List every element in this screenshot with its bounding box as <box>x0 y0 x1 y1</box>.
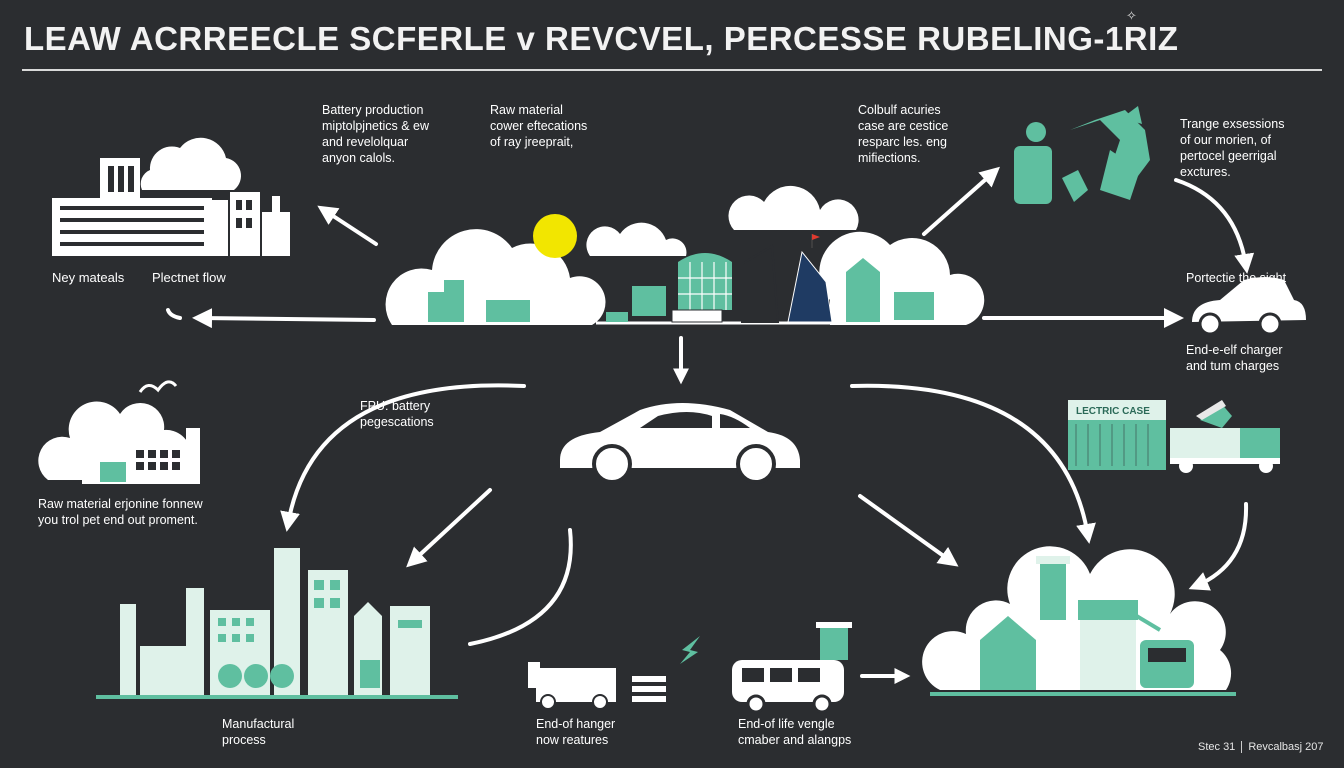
footer-separator <box>1241 741 1243 754</box>
flow-arrows <box>166 166 1255 684</box>
label-plectnet-flow: Plectnet flow <box>152 270 226 285</box>
label-end-of-life: End-of life vengle cmaber and alangps <box>738 717 852 747</box>
label-manufactural: Manufactural process <box>222 717 295 747</box>
recycling-facility-icon <box>922 546 1236 696</box>
label-trange: Trange exsessions of our morien, of pert… <box>1180 117 1285 179</box>
truck-icon-bottom <box>528 662 666 710</box>
sparkle-icon: ✧ <box>1126 8 1137 23</box>
footer: Stec 31 Revcalbasj 207 <box>1198 741 1324 754</box>
manufacturing-plant-icon <box>96 548 458 699</box>
label-raw-material-left: Raw material erjonine fonnew you trol pe… <box>38 497 203 527</box>
car-icon-right <box>1192 277 1306 336</box>
footer-step: Stec 31 <box>1198 741 1236 753</box>
bus-icon <box>732 622 852 714</box>
factory-icon-top-left <box>52 137 290 256</box>
recycle-figure-icon <box>1014 106 1150 204</box>
sun-icon <box>533 214 577 258</box>
label-battery-production: Battery production miptolpjnetics & ew a… <box>322 103 429 165</box>
car-icon <box>560 403 800 484</box>
label-fpu-battery: FPU: battery pegescations <box>360 399 434 429</box>
truck-icon-right <box>1170 400 1280 473</box>
label-electric-case: LECTRIC CASE <box>1076 406 1150 417</box>
teal-arrow-icon <box>680 636 700 664</box>
label-raw-material-top: Raw material cower eftecations of ray jr… <box>490 103 588 149</box>
title-divider <box>22 69 1322 71</box>
flag-icon <box>812 234 820 240</box>
cloud-panorama <box>385 185 985 325</box>
label-end-of-hanger: End-of hanger now reatures <box>536 717 616 747</box>
page-title: LEAW ACRREECLE SCFERLE v REVCVEL, PERCES… <box>24 20 1179 57</box>
label-ney-mateals: Ney mateals <box>52 270 125 285</box>
label-colbuif: Colbulf acuries case are cestice resparc… <box>858 103 949 165</box>
footer-source: Revcalbasj 207 <box>1248 741 1324 753</box>
factory-icon-left <box>38 380 200 484</box>
label-end-charger: End-e-elf charger and tum charges <box>1186 343 1283 373</box>
label-portect-sight: Portectie the sight <box>1186 271 1287 285</box>
electric-case-icon <box>1068 400 1166 470</box>
